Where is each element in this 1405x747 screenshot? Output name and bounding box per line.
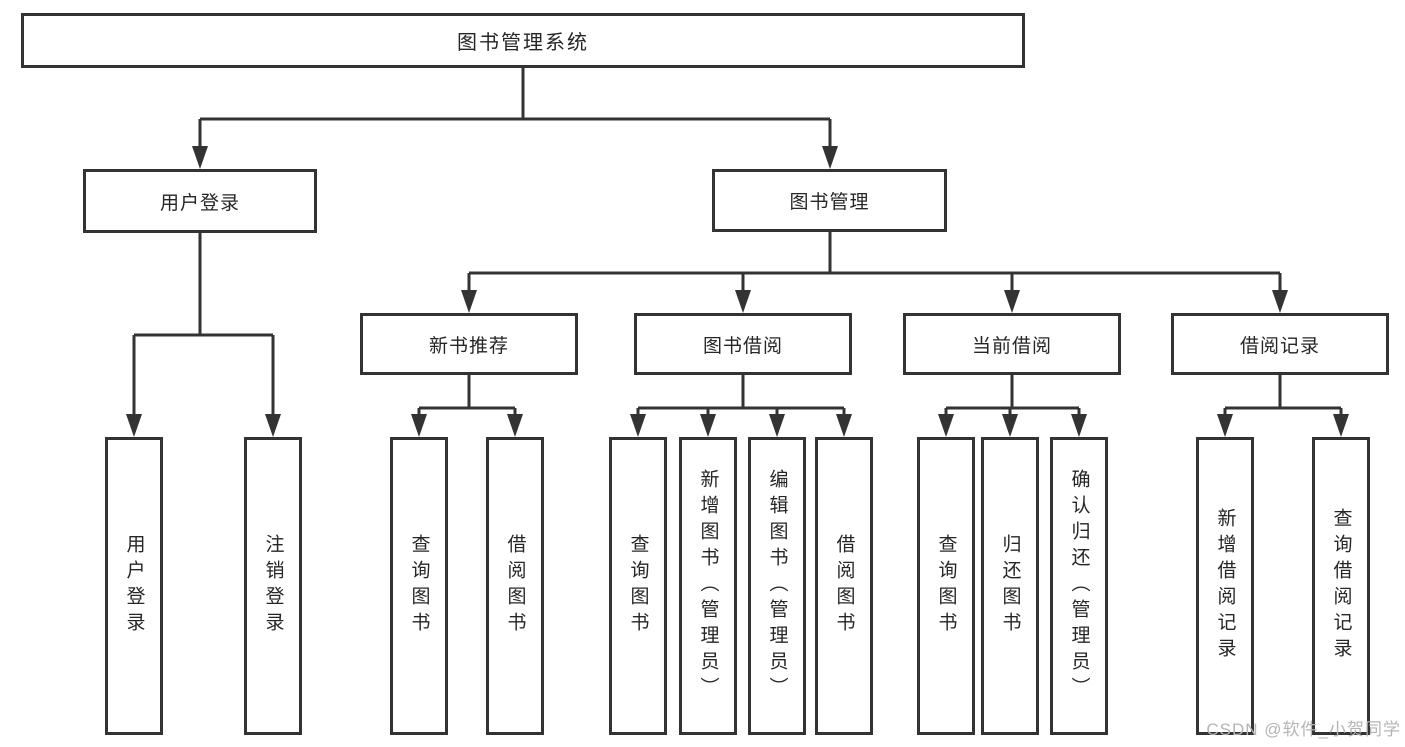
node-label: 查询图书 — [627, 534, 649, 638]
leaf-edit-books-admin: 编辑图书（管理员） — [748, 437, 806, 735]
node-label: 借阅图书 — [504, 534, 526, 638]
node-label: 当前借阅 — [971, 335, 1052, 357]
node-label: 注销登录 — [262, 534, 284, 638]
node-label: 归还图书 — [999, 534, 1021, 638]
leaf-logout: 注销登录 — [244, 437, 302, 735]
leaf-borrow-books-recommend: 借阅图书 — [486, 437, 544, 735]
node-user-login: 用户登录 — [83, 169, 317, 233]
node-label: 编辑图书（管理员） — [766, 469, 788, 703]
node-label: 图书管理系统 — [457, 32, 589, 54]
node-label: 用户登录 — [159, 192, 240, 214]
node-label: 图书管理 — [789, 192, 870, 213]
arrowheads — [126, 146, 1349, 437]
node-current-borrowing: 当前借阅 — [903, 313, 1121, 375]
leaf-query-borrow-record: 查询借阅记录 — [1312, 437, 1370, 735]
node-label: 借阅图书 — [833, 534, 855, 638]
leaf-borrow-books: 借阅图书 — [815, 437, 873, 735]
node-new-book-recommendation: 新书推荐 — [360, 313, 578, 375]
node-library-management-system: 图书管理系统 — [21, 13, 1025, 68]
node-label: 用户登录 — [123, 534, 145, 638]
node-label: 查询图书 — [935, 534, 957, 638]
node-label: 图书借阅 — [702, 335, 783, 357]
leaf-query-books-borrowing: 查询图书 — [609, 437, 667, 735]
node-label: 新书推荐 — [428, 335, 509, 357]
leaf-query-books-current: 查询图书 — [917, 437, 975, 735]
node-book-borrowing: 图书借阅 — [634, 313, 852, 375]
node-label: 新增图书（管理员） — [697, 469, 719, 703]
node-label: 查询图书 — [408, 534, 430, 638]
csdn-watermark: CSDN @软件_小贺同学 — [1206, 720, 1401, 739]
leaf-confirm-return-admin: 确认归还（管理员） — [1050, 437, 1108, 735]
leaf-user-login: 用户登录 — [105, 437, 163, 735]
leaf-query-books-recommend: 查询图书 — [390, 437, 448, 735]
node-borrowing-records: 借阅记录 — [1171, 313, 1389, 375]
node-label: 新增借阅记录 — [1214, 508, 1236, 664]
leaf-return-books: 归还图书 — [981, 437, 1039, 735]
leaf-add-books-admin: 新增图书（管理员） — [679, 437, 737, 735]
node-label: 借阅记录 — [1239, 335, 1320, 357]
node-label: 确认归还（管理员） — [1068, 469, 1090, 703]
node-label: 查询借阅记录 — [1330, 508, 1352, 664]
leaf-add-borrow-record: 新增借阅记录 — [1196, 437, 1254, 735]
node-book-management: 图书管理 — [712, 169, 947, 232]
